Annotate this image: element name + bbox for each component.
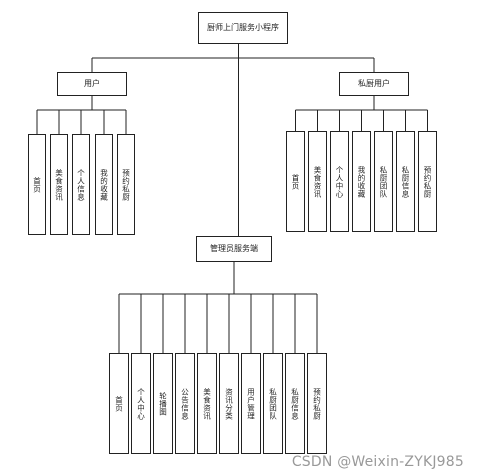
watermark: CSDN @Weixin-ZYKJ985 [291,454,464,470]
admin-leaf-user-management: 用户管理 [241,353,261,454]
admin-leaf-home: 首页 [109,353,129,454]
group-admin: 管理员服务端 [196,236,272,262]
admin-leaf-personal-center: 个人中心 [131,353,151,454]
user-leaf-book-chef: 预约私厨 [117,134,135,235]
admin-leaf-chef-team: 私厨团队 [263,353,283,454]
chef-leaf-chef-info: 私厨信息 [396,131,415,232]
user-leaf-food-news: 美食资讯 [50,134,68,235]
group-admin-label: 管理员服务端 [210,244,258,253]
chef-leaf-home: 首页 [286,131,305,232]
admin-leaf-food-news: 美食资讯 [197,353,217,454]
user-leaf-favorites: 我的收藏 [95,134,113,235]
group-user-label: 用户 [84,79,100,88]
root-node: 厨师上门服务小程序 [198,12,288,44]
admin-leaf-news-category: 资讯分类 [219,353,239,454]
root-label: 厨师上门服务小程序 [207,23,279,32]
chef-leaf-favorites: 我的收藏 [352,131,371,232]
group-chef-user-label: 私厨用户 [358,79,390,88]
chef-leaf-book-chef: 预约私厨 [418,131,437,232]
admin-leaf-notice-info: 公告信息 [175,353,195,454]
user-leaf-home: 首页 [28,134,46,235]
group-user: 用户 [57,72,127,96]
admin-leaf-carousel: 轮播图 [153,353,173,454]
group-chef-user: 私厨用户 [339,72,409,96]
chef-leaf-personal-center: 个人中心 [330,131,349,232]
chef-leaf-food-news: 美食资讯 [308,131,327,232]
admin-leaf-chef-info: 私厨信息 [285,353,305,454]
admin-leaf-book-chef: 预约私厨 [307,353,327,454]
chef-leaf-chef-team: 私厨团队 [374,131,393,232]
user-leaf-personal-info: 个人信息 [72,134,90,235]
